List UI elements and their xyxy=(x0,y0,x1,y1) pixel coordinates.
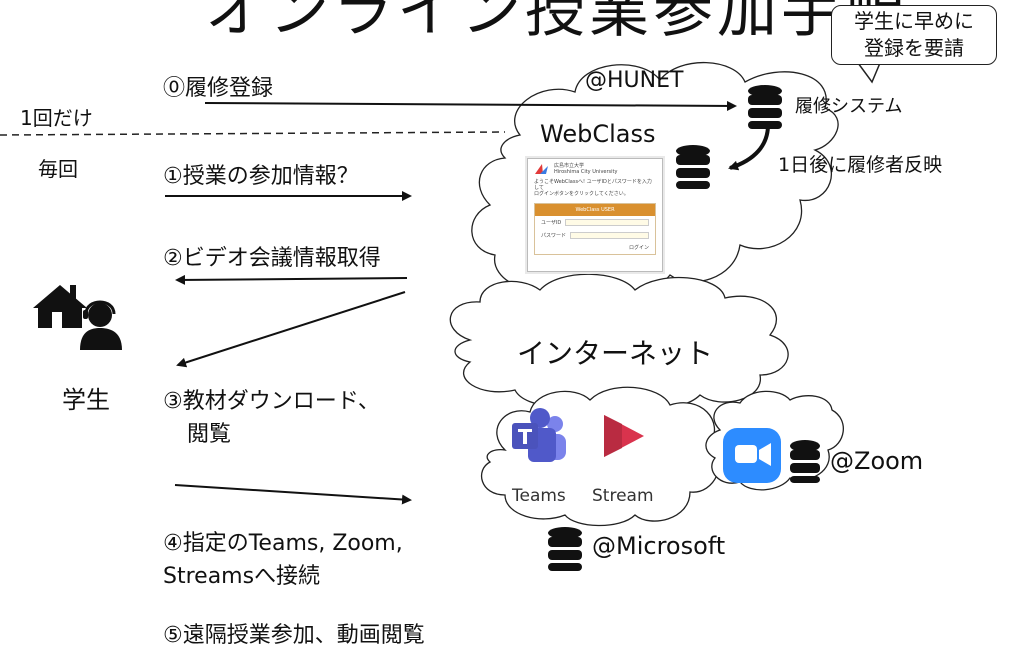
every-label: 毎回 xyxy=(38,157,78,181)
microsoft-label: @Microsoft xyxy=(592,532,726,560)
uni-name-jp: 広島市立大学 xyxy=(554,163,585,169)
once-every-divider xyxy=(0,131,506,136)
webclass-database-icon xyxy=(676,145,710,189)
webclass-label: WebClass xyxy=(540,120,656,148)
step-2: ②ビデオ会議情報取得 xyxy=(163,246,381,271)
reflect-label: 1日後に履修者反映 xyxy=(778,154,943,176)
rishu-system-label: 履修システム xyxy=(795,96,903,117)
arrow-s0 xyxy=(204,100,737,111)
arrow-reflect xyxy=(728,124,770,171)
login-button: ログイン xyxy=(628,245,649,251)
zoom-database-icon xyxy=(790,440,820,483)
student-home-icon xyxy=(33,285,87,328)
arrow-s4 xyxy=(174,484,412,505)
stream-label: Stream xyxy=(592,486,654,506)
note-bubble: 学生に早めに 登録を要請 xyxy=(831,5,997,65)
student-label: 学生 xyxy=(62,386,110,414)
uni-name-en: Hiroshima City University xyxy=(554,169,618,175)
zoom-label: @Zoom xyxy=(830,447,924,475)
password-label: パスワード xyxy=(541,233,567,239)
hunet-label: @HUNET xyxy=(585,68,684,93)
step-4-line2: Streamsへ接続 xyxy=(163,564,321,589)
user-id-field xyxy=(565,219,649,226)
once-label: 1回だけ xyxy=(20,106,93,130)
login-header: WebClass USER xyxy=(535,204,655,216)
step-3-line1: ③教材ダウンロード、 xyxy=(163,389,380,414)
step-1: ①授業の参加情報？ xyxy=(163,164,359,189)
arrow-s2 xyxy=(175,274,408,285)
webclass-login-screenshot: 広島市立大学 Hiroshima City University ようこそWeb… xyxy=(527,158,663,272)
login-message-2: ログインボタンをクリックしてください。 xyxy=(534,191,629,197)
password-field xyxy=(570,232,649,239)
step-5: ⑤遠隔授業参加、動画閲覧 xyxy=(163,623,425,648)
stream-logo-icon xyxy=(604,415,644,457)
teams-logo-icon xyxy=(512,408,566,462)
arrow-s3 xyxy=(176,291,406,368)
page-title: オンライン授業参加手順 xyxy=(205,0,909,46)
student-headset-icon xyxy=(80,300,122,350)
step-4-line1: ④指定のTeams, Zoom, xyxy=(163,531,403,556)
note-line-2: 登録を要請 xyxy=(864,36,964,60)
login-message-1: ようこそWebClassへ! ユーザIDとパスワードを入力して xyxy=(534,179,652,191)
step-3-line2: 閲覧 xyxy=(187,422,232,447)
university-logo-icon xyxy=(534,163,550,175)
microsoft-database-icon xyxy=(548,527,582,571)
teams-label: Teams xyxy=(512,486,566,506)
step-0: ⓪履修登録 xyxy=(163,76,274,101)
internet-cloud xyxy=(449,273,789,410)
internet-label: インターネット xyxy=(517,337,714,370)
zoom-logo-icon xyxy=(723,428,781,483)
rishu-database-icon xyxy=(748,85,782,129)
bubble-tail xyxy=(856,62,882,84)
note-line-1: 学生に早めに xyxy=(854,9,974,33)
user-id-label: ユーザID xyxy=(541,220,562,226)
